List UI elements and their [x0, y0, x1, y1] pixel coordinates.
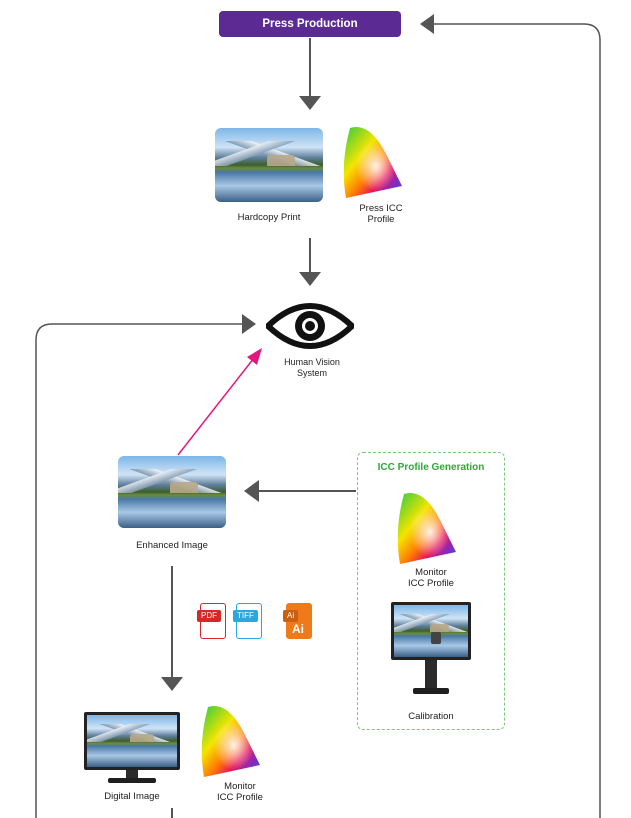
tiff-tag: TIFF [233, 610, 258, 622]
arrowhead-print [299, 96, 321, 110]
icc-profile-generation-title: ICC Profile Generation [377, 462, 485, 473]
digital-image-monitor-icon [84, 712, 180, 784]
vision-arrow [177, 357, 255, 456]
arrowhead-press-right [420, 14, 434, 34]
ai-tag: Ai [283, 610, 299, 622]
loop-left-line [35, 323, 244, 818]
calibration-monitor-icon [391, 602, 471, 698]
eye-icon [266, 303, 354, 349]
press-icc-profile-label: Press ICC Profile [359, 203, 403, 225]
vision-arrowhead [247, 348, 262, 365]
enhanced-image-label: Enhanced Image [136, 540, 208, 551]
ai-glyph: Ai [292, 622, 304, 636]
ai-file-icon: Ai Ai [283, 603, 312, 639]
arrowhead-digital [161, 677, 183, 691]
arrowhead-eye-top [299, 272, 321, 286]
monitor-icc-profile-label-right: Monitor ICC Profile [408, 567, 454, 589]
enhanced-image [118, 456, 226, 528]
hardcopy-print-image [215, 128, 323, 202]
calibration-label: Calibration [408, 711, 454, 722]
monitor-icc-gamut-icon [397, 493, 456, 564]
arrowhead-eye-left [242, 314, 256, 334]
human-vision-label: Human Vision System [284, 357, 340, 378]
calibrator-device-icon [431, 632, 441, 644]
monitor-icc-profile-label-bottom: Monitor ICC Profile [217, 781, 263, 803]
press-icc-gamut-icon [343, 127, 402, 198]
arrowhead-enhanced [244, 480, 259, 502]
pdf-tag: PDF [197, 610, 221, 622]
loop-right-line [432, 23, 601, 818]
press-production-button: Press Production [219, 11, 401, 37]
monitor-icc-gamut-icon-bottom [201, 706, 260, 777]
digital-image-label: Digital Image [104, 791, 160, 802]
hardcopy-print-label: Hardcopy Print [237, 212, 301, 223]
icc-profile-generation-box [357, 452, 505, 730]
pdf-file-icon: PDF [197, 603, 226, 639]
tiff-file-icon: TIFF [233, 603, 262, 639]
